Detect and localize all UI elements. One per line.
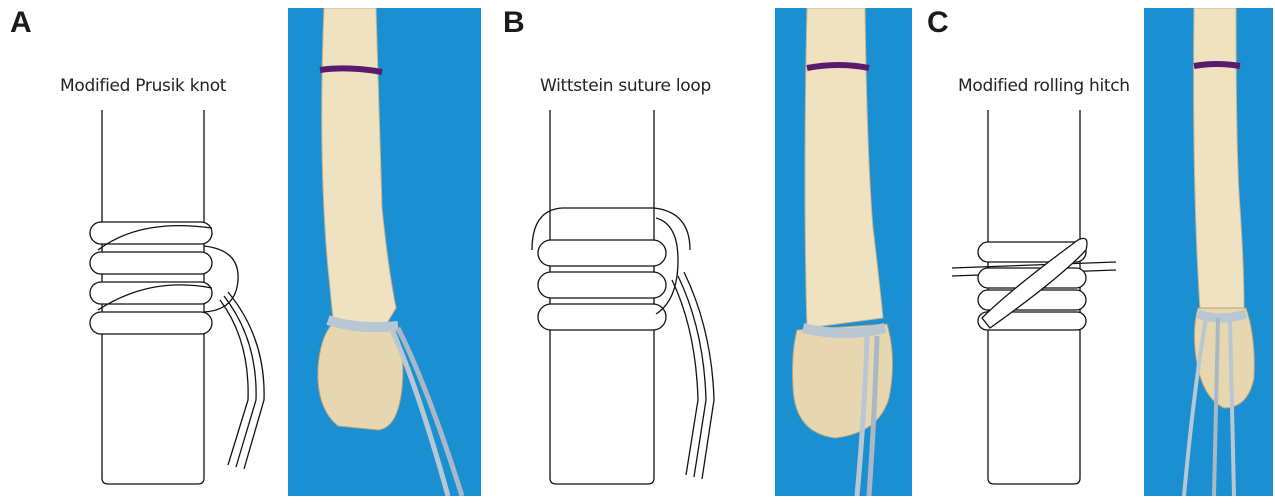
knot-title-b: Wittstein suture loop	[540, 76, 711, 96]
strand-3	[228, 292, 264, 469]
panel-label-b: B	[503, 6, 525, 40]
wrap-1	[538, 240, 666, 266]
horizontal-strand-1	[952, 262, 1116, 268]
side-loop	[656, 218, 678, 314]
strand-2	[224, 296, 256, 467]
wrap-2	[538, 272, 666, 298]
panel-label-c: C	[927, 6, 949, 40]
prusik-knot-photo	[288, 8, 481, 496]
wrap-1	[90, 222, 212, 244]
rolling-hitch-diagram	[950, 100, 1130, 490]
wittstein-loop-diagram	[522, 100, 722, 490]
wittstein-loop-photo	[775, 8, 912, 496]
panel-label-a: A	[10, 6, 32, 40]
rolling-hitch-photo	[1144, 8, 1273, 496]
knot-title-c: Modified rolling hitch	[958, 76, 1130, 96]
wrap-2	[90, 252, 212, 274]
knot-title-a: Modified Prusik knot	[60, 76, 226, 96]
prusik-knot-diagram	[80, 100, 280, 490]
strand-1	[672, 280, 698, 475]
wrap-3	[538, 304, 666, 330]
wrap-4	[90, 312, 212, 334]
